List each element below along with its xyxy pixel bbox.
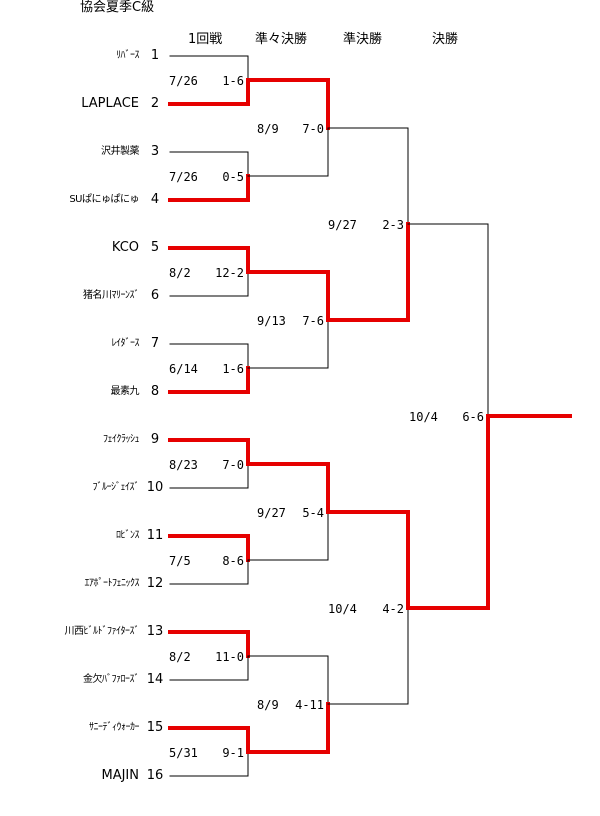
round-header-sf: 準決勝 (343, 32, 383, 47)
match-date: 8/9 (257, 698, 279, 712)
team-seed: 8 (150, 384, 160, 399)
team-seed: 12 (146, 576, 164, 591)
match-score: 1-6 (222, 362, 244, 376)
match-score: 4-11 (295, 698, 324, 712)
team-name: ﾛﾋﾞﾝｽ (116, 530, 140, 541)
round-header-qf: 準々決勝 (255, 32, 308, 47)
team-name: 猪名川ﾏﾘｰﾝｽﾞ (83, 290, 140, 301)
team-name: ｻﾆｰﾃﾞｨｳｫｰｶｰ (89, 722, 140, 733)
team-name: SUぱにゅぱにゅ (69, 194, 139, 205)
team-seed: 6 (150, 288, 160, 303)
match-date: 7/26 (169, 170, 198, 184)
match-date: 8/2 (169, 266, 191, 280)
match-date: 10/4 (409, 410, 438, 424)
team-name: ﾌｪｲｸﾗｯｼｭ (103, 434, 140, 445)
match-date: 9/27 (257, 506, 286, 520)
match-date: 8/2 (169, 650, 191, 664)
team-seed: 14 (146, 672, 164, 687)
match-date: 10/4 (328, 602, 357, 616)
match-date: 9/27 (328, 218, 357, 232)
team-name: 金欠ﾊﾞﾌｧﾛｰｽﾞ (83, 674, 140, 685)
team-seed: 16 (146, 768, 164, 783)
team-seed: 4 (150, 192, 160, 207)
team-seed: 1 (150, 48, 160, 63)
team-seed: 5 (150, 240, 160, 255)
match-score: 7-0 (222, 458, 244, 472)
match-score: 5-4 (302, 506, 324, 520)
match-date: 6/14 (169, 362, 198, 376)
match-score: 4-2 (382, 602, 404, 616)
match-date: 8/23 (169, 458, 198, 472)
team-seed: 9 (150, 432, 160, 447)
team-seed: 7 (150, 336, 160, 351)
match-date: 5/31 (169, 746, 198, 760)
match-score: 2-3 (382, 218, 404, 232)
team-name: ｴｱﾎﾟｰﾄﾌｪﾆｯｸｽ (84, 578, 140, 589)
match-score: 1-6 (222, 74, 244, 88)
team-name: ﾚｲﾀﾞｰｽ (111, 338, 140, 349)
team-name: LAPLACE (81, 96, 139, 111)
match-score: 12-2 (215, 266, 244, 280)
team-seed: 10 (146, 480, 164, 495)
match-score: 8-6 (222, 554, 244, 568)
page-title: 協会夏季C級 (80, 0, 155, 15)
team-name: ﾘﾊﾞｰｽ (116, 50, 140, 61)
round-header-r1: 1回戦 (188, 32, 223, 47)
match-score: 0-5 (222, 170, 244, 184)
team-seed: 11 (146, 528, 164, 543)
team-name: ﾌﾞﾙｰｼﾞｪｲｽﾞ (92, 482, 140, 493)
team-name: 最素九 (110, 386, 140, 397)
team-seed: 15 (146, 720, 164, 735)
team-name: 川西ﾋﾞﾙﾄﾞﾌｧｲﾀｰｽﾞ (64, 626, 140, 637)
team-name: KCO (111, 240, 139, 255)
team-seed: 3 (150, 144, 160, 159)
match-score: 7-6 (302, 314, 324, 328)
match-score: 6-6 (462, 410, 484, 424)
match-date: 7/5 (169, 554, 191, 568)
match-date: 7/26 (169, 74, 198, 88)
match-score: 9-1 (222, 746, 244, 760)
match-score: 7-0 (302, 122, 324, 136)
match-score: 11-0 (215, 650, 244, 664)
match-date: 9/13 (257, 314, 286, 328)
match-date: 8/9 (257, 122, 279, 136)
team-seed: 13 (146, 624, 164, 639)
team-name: 沢井製薬 (101, 146, 140, 157)
round-header-final: 決勝 (432, 32, 459, 47)
team-name: MAJIN (101, 768, 139, 783)
team-seed: 2 (150, 96, 160, 111)
